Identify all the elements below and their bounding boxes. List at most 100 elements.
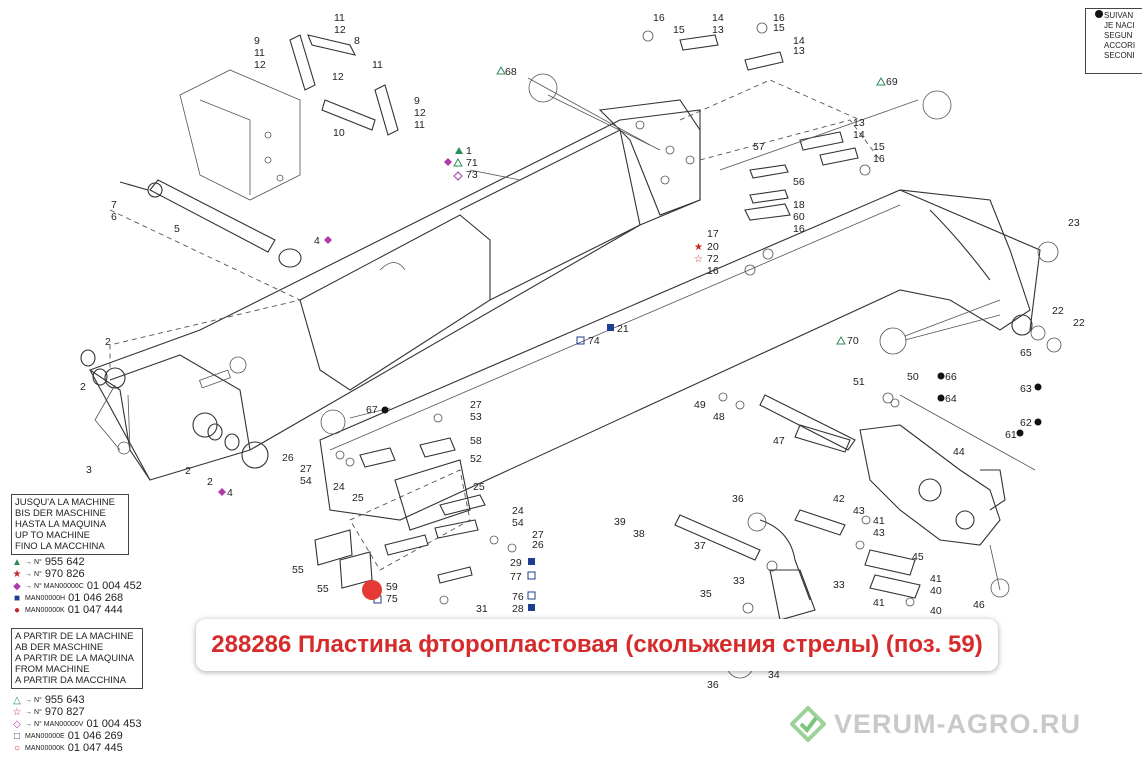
svg-text:16: 16 — [773, 12, 785, 24]
highlight-dot — [362, 580, 382, 600]
svg-text:13: 13 — [853, 117, 865, 129]
square-filled-icon: ■ — [13, 592, 21, 604]
svg-text:62: 62 — [1020, 417, 1032, 429]
svg-text:12: 12 — [254, 59, 266, 71]
assembly-dash-lines — [109, 79, 881, 571]
svg-text:☆: ☆ — [694, 254, 703, 265]
svg-text:★: ★ — [694, 242, 703, 253]
svg-text:16: 16 — [653, 12, 665, 24]
svg-text:49: 49 — [694, 399, 706, 411]
svg-text:16: 16 — [793, 223, 805, 235]
svg-text:14: 14 — [712, 12, 724, 24]
triangle-filled-icon: ▲ — [12, 556, 22, 568]
svg-text:13: 13 — [793, 45, 805, 57]
corner-note-line: SEGUN — [1104, 31, 1133, 40]
svg-text:45: 45 — [912, 551, 924, 563]
svg-text:14: 14 — [853, 129, 865, 141]
svg-text:77: 77 — [510, 571, 522, 583]
svg-text:26: 26 — [532, 539, 544, 551]
corner-note: SUIVAN JE NACI SEGUN ACCORI SECONI — [1085, 8, 1142, 74]
legend-code: 970 827 — [44, 706, 85, 718]
svg-text:66: 66 — [945, 371, 957, 383]
watermark-text: VERUM-AGRO.RU — [834, 708, 1081, 739]
svg-text:7: 7 — [111, 199, 117, 211]
svg-text:20: 20 — [707, 241, 719, 253]
legend-prefix: → N° MAN00000C — [25, 582, 84, 590]
svg-text:43: 43 — [853, 505, 865, 517]
svg-text:52: 52 — [470, 453, 482, 465]
svg-text:25: 25 — [473, 481, 485, 493]
svg-text:39: 39 — [614, 516, 626, 528]
legend-header-line: FROM MACHINE — [15, 664, 90, 675]
svg-text:2: 2 — [185, 465, 191, 477]
svg-text:37: 37 — [694, 540, 706, 552]
svg-text:67: 67 — [366, 404, 378, 416]
corner-dot-icon — [1095, 10, 1103, 18]
legend-from: A PARTIR DE LA MACHINE AB DER MASCHINE A… — [11, 628, 143, 689]
svg-text:1: 1 — [466, 145, 472, 157]
machine-frame-outline — [179, 69, 301, 201]
svg-text:9: 9 — [414, 95, 420, 107]
legend-header-line: JUSQU'A LA MACHINE — [15, 497, 116, 508]
svg-text:57: 57 — [753, 141, 765, 153]
svg-text:16: 16 — [707, 265, 719, 277]
svg-text:51: 51 — [853, 376, 865, 388]
svg-text:36: 36 — [707, 679, 719, 691]
svg-text:5: 5 — [174, 223, 180, 235]
svg-text:61: 61 — [1005, 429, 1017, 441]
svg-text:43: 43 — [873, 527, 885, 539]
legend-code: 970 826 — [44, 568, 85, 580]
legend-header-line: BIS DER MASCHINE — [15, 508, 106, 519]
svg-text:10: 10 — [333, 127, 345, 139]
legend-prefix: MAN00000K — [25, 744, 65, 752]
boom-inner-section — [319, 189, 1041, 521]
svg-text:12: 12 — [332, 71, 344, 83]
legend-header-line: A PARTIR DE LA MACHINE — [15, 631, 134, 642]
legend-code: 955 642 — [44, 556, 85, 568]
legend-prefix: MAN00000K — [25, 606, 65, 614]
svg-text:48: 48 — [713, 411, 725, 423]
svg-text:13: 13 — [712, 24, 724, 36]
legend-up-to: JUSQU'A LA MACHINE BIS DER MASCHINE HAST… — [11, 494, 129, 555]
svg-text:24: 24 — [512, 505, 524, 517]
svg-text:40: 40 — [930, 585, 942, 597]
svg-text:15: 15 — [873, 141, 885, 153]
legend-code: 01 047 444 — [67, 604, 123, 616]
svg-text:15: 15 — [773, 22, 785, 34]
svg-text:75: 75 — [386, 593, 398, 605]
part-caption: 288286 Пластина фторопластовая (скольжен… — [196, 619, 998, 671]
svg-text:71: 71 — [466, 157, 478, 169]
svg-text:2: 2 — [207, 476, 213, 488]
legend-from-rows: △→ N°955 643 ☆→ N°970 827 ◇→ N° MAN00000… — [12, 694, 142, 754]
svg-text:38: 38 — [633, 528, 645, 540]
small-parts — [80, 22, 1062, 679]
svg-text:14: 14 — [793, 35, 805, 47]
svg-text:35: 35 — [700, 588, 712, 600]
svg-text:76: 76 — [512, 591, 524, 603]
part-caption-text: 288286 Пластина фторопластовая (скольжен… — [211, 631, 983, 658]
legend-code: 01 046 269 — [67, 730, 123, 742]
svg-text:53: 53 — [470, 411, 482, 423]
svg-text:41: 41 — [930, 573, 942, 585]
star-filled-icon: ★ — [12, 568, 22, 580]
svg-text:73: 73 — [466, 169, 478, 181]
svg-text:26: 26 — [282, 452, 294, 464]
legend-header-line: UP TO MACHINE — [15, 530, 90, 541]
legend-header-line: A PARTIR DA MACCHINA — [15, 675, 127, 686]
svg-text:42: 42 — [833, 493, 845, 505]
legend-prefix: → N° — [25, 570, 42, 578]
svg-text:27: 27 — [300, 463, 312, 475]
svg-text:25: 25 — [352, 492, 364, 504]
svg-text:12: 12 — [414, 107, 426, 119]
svg-text:40: 40 — [930, 605, 942, 617]
square-outline-icon: □ — [13, 730, 21, 742]
svg-text:23: 23 — [1068, 217, 1080, 229]
legend-code: 01 047 445 — [67, 742, 123, 754]
version-markers: ★ ☆ — [218, 65, 1042, 611]
svg-text:31: 31 — [476, 603, 488, 615]
legend-code: 955 643 — [44, 694, 85, 706]
svg-text:44: 44 — [953, 446, 965, 458]
svg-text:15: 15 — [673, 24, 685, 36]
